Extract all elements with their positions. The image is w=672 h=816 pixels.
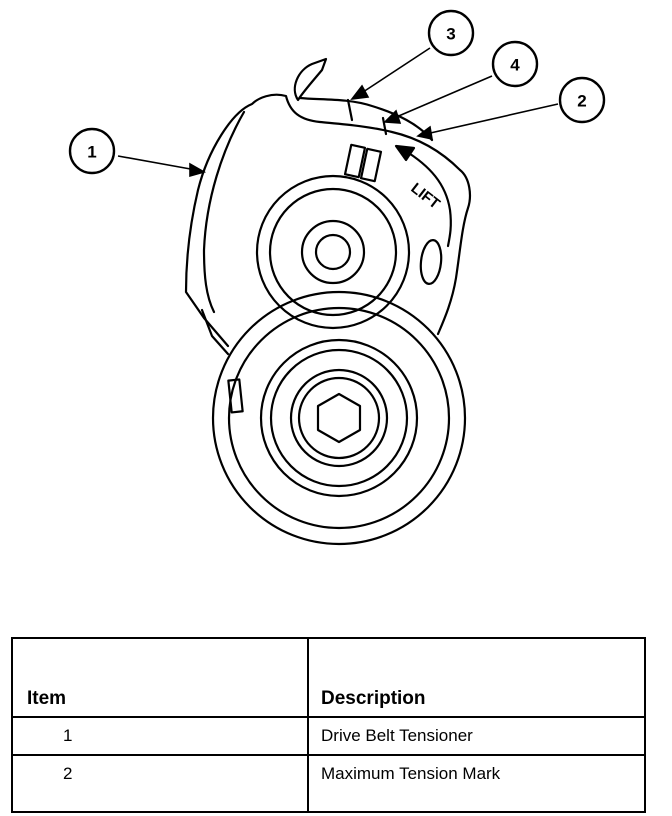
tensioner-arm-top-edge xyxy=(298,96,434,142)
tensioner-arm-outline xyxy=(293,57,328,102)
tensioner-arm-body xyxy=(184,93,471,348)
legend-item-number: 1 xyxy=(11,716,309,756)
leader-arrow-2 xyxy=(416,125,433,141)
lower-pulley-outer xyxy=(211,290,467,546)
indicator-notch-3 xyxy=(346,98,354,122)
legend-row: 2 Maximum Tension Mark xyxy=(11,754,646,813)
lift-label: LIFT xyxy=(408,180,443,213)
upper-pulley-rim xyxy=(268,187,398,317)
legend-header-row: Item Description xyxy=(11,637,646,718)
callout-label-2: 2 xyxy=(577,92,586,111)
legend-item-description: Drive Belt Tensioner xyxy=(307,716,646,756)
lift-slot-right xyxy=(359,147,383,183)
legend-item-number: 2 xyxy=(11,754,309,813)
lower-pulley-tab xyxy=(227,378,244,414)
callout-circle-4 xyxy=(491,40,539,88)
tensioner-diagram: 1 3 4 2 LIFT xyxy=(68,9,606,546)
lower-pulley-inner-ring xyxy=(269,348,409,488)
tensioner-arm-lower-left xyxy=(200,308,230,356)
leader-line-1 xyxy=(117,155,197,171)
upper-pulley-outer xyxy=(255,174,411,330)
lift-slot-left xyxy=(343,143,367,179)
upper-pulley-bore xyxy=(314,233,352,271)
tensioner-arm-contour xyxy=(202,110,246,314)
legend-header-description: Description xyxy=(307,637,646,718)
legend-row: 1 Drive Belt Tensioner xyxy=(11,716,646,756)
leader-line-3 xyxy=(359,47,431,95)
callout-label-1: 1 xyxy=(87,143,96,162)
hex-bolt xyxy=(316,392,362,444)
leader-line-2 xyxy=(425,103,559,135)
indicator-notch-4 xyxy=(381,116,388,136)
callout-circle-3 xyxy=(427,9,475,57)
callout-circle-2 xyxy=(558,76,606,124)
legend-table: Item Description 1 Drive Belt Tensioner … xyxy=(11,637,646,813)
leader-arrow-1 xyxy=(189,162,207,178)
leader-arrow-3 xyxy=(350,84,370,101)
upper-pulley-hub xyxy=(300,219,366,285)
callout-label-3: 3 xyxy=(446,25,455,44)
leader-line-4 xyxy=(393,75,493,119)
callout-label-4: 4 xyxy=(510,56,520,75)
callout-circle-1 xyxy=(68,127,116,175)
lower-pulley-hub xyxy=(297,376,381,460)
leader-arrow-4 xyxy=(383,109,402,124)
lower-pulley-rim xyxy=(227,306,451,530)
legend-item-description: Maximum Tension Mark xyxy=(307,754,646,813)
lift-arrow-head xyxy=(394,144,416,162)
lower-pulley-hub-outer xyxy=(289,368,389,468)
arm-oval-slot xyxy=(419,238,443,286)
legend-header-item: Item xyxy=(11,637,309,718)
lift-arrow-arc xyxy=(402,148,452,248)
lower-pulley-ring xyxy=(259,338,419,498)
